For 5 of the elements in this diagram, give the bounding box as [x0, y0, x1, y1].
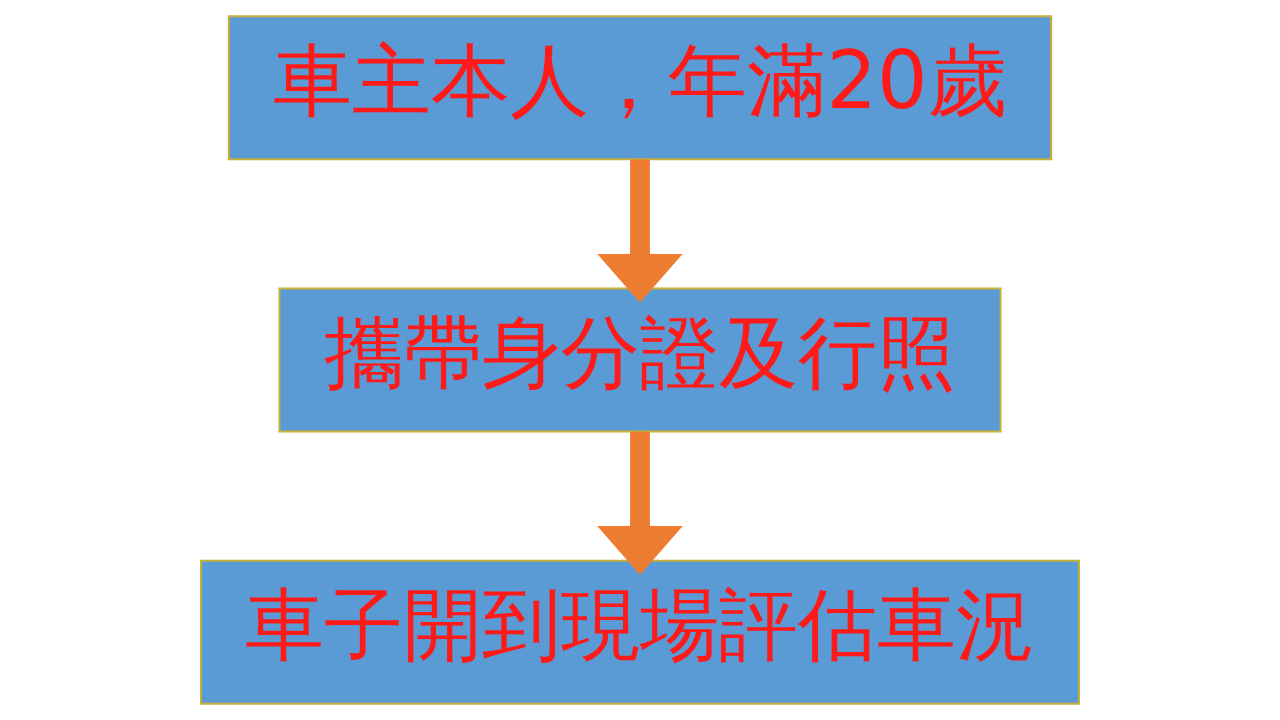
arrow	[597, 159, 683, 303]
node-box: 車子開到現場評估車況	[199, 559, 1081, 705]
node-box: 攜帶身分證及行照	[278, 287, 1002, 433]
arrow	[597, 431, 683, 575]
node-box: 車主本人，年滿20歲	[227, 15, 1053, 161]
